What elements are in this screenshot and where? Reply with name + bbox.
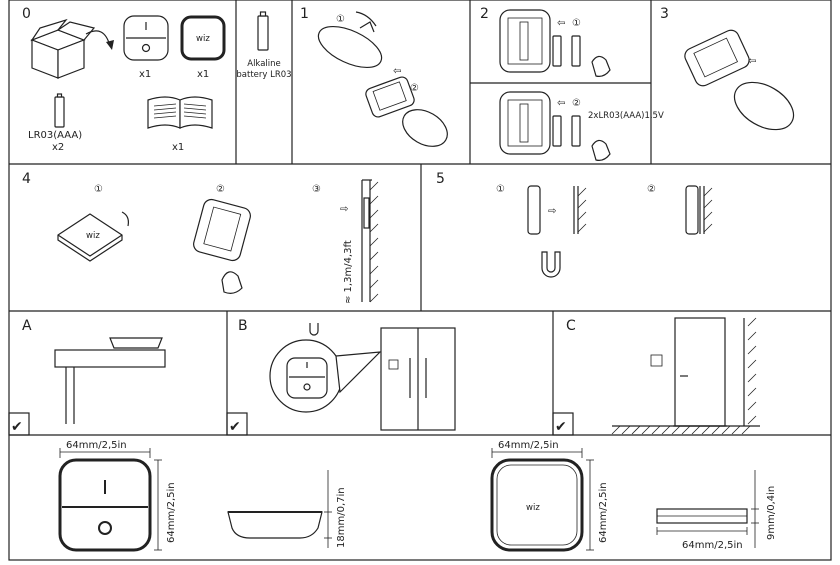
sensor-width-label: 64mm/2,5in	[498, 440, 559, 451]
switch-width-label: 64mm/2,5in	[66, 440, 127, 451]
step-2-number: 2	[480, 6, 489, 22]
alkaline-battery-icon	[257, 11, 269, 51]
sensor-front-dimensions: wiz	[490, 448, 594, 552]
step4-sub-1: ①	[94, 184, 103, 195]
switch-side-dimensions	[227, 470, 332, 548]
step5-sub-2: ②	[647, 184, 656, 195]
switch-height-label: 64mm/2,5in	[166, 482, 177, 543]
step5-arrow-icon: ⇨	[548, 206, 556, 217]
battery-spec-label: 2xLR03(AAA)1,5V	[588, 111, 664, 121]
step3-arrow-icon: ⇦	[748, 56, 756, 67]
check-box-a	[8, 412, 30, 436]
step4-sub-2: ②	[216, 184, 225, 195]
sensor-bottom-width-label: 64mm/2,5in	[682, 540, 743, 551]
placement-door	[611, 317, 760, 435]
placement-table	[54, 337, 166, 424]
step4-sub-3: ③	[312, 184, 321, 195]
check-mark-c: ✔	[555, 419, 567, 435]
placement-b-letter: B	[238, 318, 248, 334]
step2b-sub-2: ②	[572, 98, 581, 109]
sensor-side-dimensions	[656, 470, 759, 548]
check-mark-a: ✔	[11, 419, 23, 435]
step2a-illustration: ⇦ ①	[499, 9, 611, 77]
switch-product-icon	[123, 15, 169, 61]
magnet-icon	[541, 251, 561, 278]
step-5-number: 5	[436, 171, 445, 187]
battery-type-label: LR03(AAA)	[28, 130, 82, 141]
switch-depth-label: 18mm/0,7in	[336, 487, 347, 548]
mount-height-label: ≈ 1,3m/4,3ft	[343, 240, 354, 304]
sensor-height-label: 64mm/2,5in	[598, 482, 609, 543]
check-box-c	[552, 412, 574, 436]
alkaline-label-line1: Alkaline	[247, 59, 281, 69]
wiz-logo: wiz	[196, 34, 210, 44]
step4-wall-height: ⇨	[340, 179, 379, 303]
step-1-number: 1	[300, 6, 309, 22]
step-0-number: 0	[22, 6, 31, 22]
sensor-quantity: x1	[197, 69, 209, 80]
check-mark-b: ✔	[229, 419, 241, 435]
step5-sensor-mounted	[685, 185, 713, 235]
switch-front-dimensions	[58, 448, 162, 552]
step5-sub-1: ①	[496, 184, 505, 195]
step2a-sub-1: ①	[572, 18, 581, 29]
step4-wiz-logo: wiz	[86, 231, 100, 241]
step1-illustration: ① ② ⇦	[317, 11, 448, 147]
step1-arrow-icon: ⇦	[393, 66, 401, 77]
placement-a-letter: A	[22, 318, 32, 334]
sensor-depth-label: 9mm/0,4in	[766, 486, 777, 540]
sensor-wiz-logo: wiz	[526, 503, 540, 513]
switch-quantity: x1	[139, 69, 151, 80]
alkaline-label-line2: battery LR03	[236, 70, 291, 80]
step4-switch-press	[193, 198, 251, 294]
manual-book-icon	[147, 96, 213, 129]
step1-sub-2: ②	[410, 83, 419, 94]
step5-sensor-wall: ⇨	[527, 185, 587, 278]
sensor-product-icon: wiz	[180, 15, 226, 61]
step2a-arrow-icon: ⇦	[557, 18, 565, 29]
box-contents-illustration	[30, 18, 114, 79]
step4-arrow-icon: ⇨	[340, 204, 348, 215]
battery-quantity: x2	[52, 142, 64, 153]
manual-quantity: x1	[172, 142, 184, 153]
step2b-illustration: ⇦ ② 2xLR03(AAA)1,5V	[499, 91, 664, 161]
check-box-b	[226, 412, 248, 436]
panel-borders	[8, 0, 832, 561]
step2b-arrow-icon: ⇦	[557, 98, 565, 109]
step-4-number: 4	[22, 171, 31, 187]
step4-sensor-rotate: wiz	[57, 211, 129, 262]
step1-sub-1: ①	[336, 14, 345, 25]
step3-illustration: ⇦	[684, 29, 795, 131]
placement-cabinet	[269, 323, 456, 431]
step-3-number: 3	[660, 6, 669, 22]
placement-c-letter: C	[566, 318, 576, 334]
magnet-small-icon	[309, 323, 319, 336]
battery-icon	[54, 93, 65, 128]
